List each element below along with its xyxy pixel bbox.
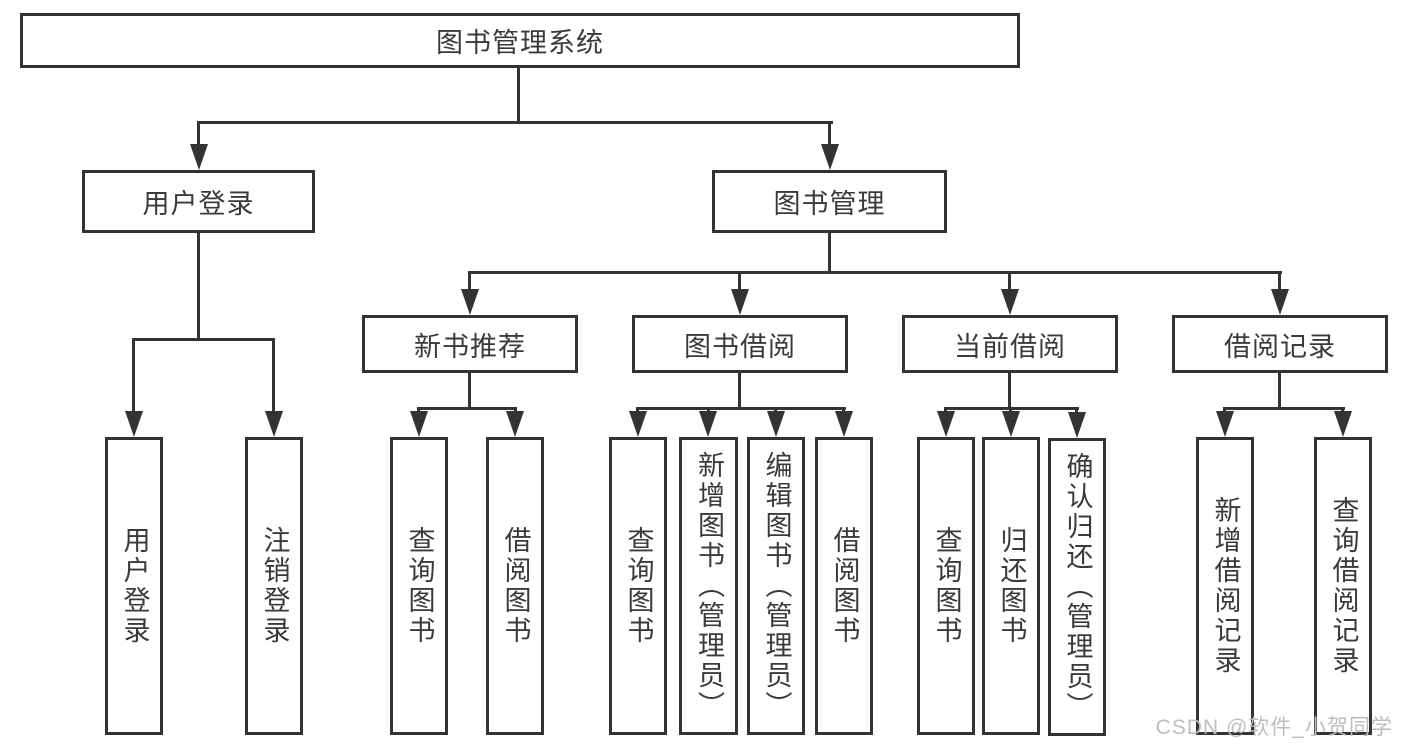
connector-userlogin-drop-2 xyxy=(272,338,275,413)
node-user-login-label: 用户登录 xyxy=(142,189,255,219)
node-borrow-records: 借阅记录 xyxy=(1172,315,1388,373)
arrowhead-borrow-books-recommend xyxy=(506,411,524,437)
connector-records-rail xyxy=(1223,407,1345,410)
arrowhead-user-login xyxy=(190,144,208,170)
leaf-edit-book-admin: 编辑图书（管理员） xyxy=(747,437,805,735)
leaf-query-books-recommend-label: 查询图书 xyxy=(404,526,435,646)
connector-current-drop-3 xyxy=(1075,407,1078,415)
node-new-book-recommend: 新书推荐 xyxy=(362,315,578,373)
leaf-confirm-return-admin-label: 确认归还（管理员） xyxy=(1062,452,1093,722)
connector-bookmgmt-drop-1 xyxy=(468,271,471,291)
leaf-return-books-label: 归还图书 xyxy=(996,526,1027,646)
arrowhead-leaf-user-login xyxy=(125,411,143,437)
arrowhead-query-books-current xyxy=(937,411,955,437)
leaf-query-books-current-label: 查询图书 xyxy=(931,526,962,646)
connector-borrow-rail xyxy=(636,407,846,410)
leaf-query-books-borrow-label: 查询图书 xyxy=(623,526,654,646)
connector-current-stem xyxy=(1008,373,1011,407)
leaf-user-login-label: 用户登录 xyxy=(119,526,150,646)
arrowhead-query-books-borrow xyxy=(629,411,647,437)
leaf-add-borrow-record: 新增借阅记录 xyxy=(1196,437,1254,735)
arrowhead-edit-book-admin xyxy=(767,411,785,437)
leaf-borrow-books-recommend: 借阅图书 xyxy=(486,437,544,735)
arrowhead-add-borrow-record xyxy=(1216,411,1234,437)
leaf-logout: 注销登录 xyxy=(245,437,303,735)
leaf-add-book-admin: 新增图书（管理员） xyxy=(679,437,738,735)
csdn-watermark: CSDN @软件_小贺同学 xyxy=(1155,716,1393,739)
connector-recommend-rail xyxy=(417,407,517,410)
leaf-add-book-admin-label: 新增图书（管理员） xyxy=(694,451,724,721)
node-book-borrow: 图书借阅 xyxy=(632,315,848,373)
connector-bookmgmt-drop-4 xyxy=(1278,271,1281,291)
arrowhead-current-borrow xyxy=(1001,289,1019,315)
node-book-management-label: 图书管理 xyxy=(773,189,886,219)
node-current-borrow-label: 当前借阅 xyxy=(954,331,1066,362)
connector-root-drop-left xyxy=(197,121,200,146)
leaf-confirm-return-admin: 确认归还（管理员） xyxy=(1048,438,1106,736)
arrowhead-confirm-return-admin xyxy=(1068,412,1086,438)
arrowhead-add-book-admin xyxy=(699,411,717,437)
connector-root-stem xyxy=(517,68,520,121)
leaf-edit-book-admin-label: 编辑图书（管理员） xyxy=(761,451,792,721)
leaf-borrow-books-borrow: 借阅图书 xyxy=(815,437,873,735)
arrowhead-borrow-records xyxy=(1271,289,1289,315)
leaf-query-borrow-record: 查询借阅记录 xyxy=(1314,437,1372,735)
connector-userlogin-stem xyxy=(197,233,200,338)
arrowhead-new-book-recommend xyxy=(461,289,479,315)
arrowhead-query-borrow-record xyxy=(1334,411,1352,437)
connector-bookmgmt-stem xyxy=(828,233,831,271)
connector-recommend-stem xyxy=(468,373,471,407)
node-user-login: 用户登录 xyxy=(82,170,315,233)
connector-bookmgmt-drop-2 xyxy=(738,271,741,291)
node-book-management: 图书管理 xyxy=(712,170,947,233)
node-root: 图书管理系统 xyxy=(20,13,1020,68)
node-book-borrow-label: 图书借阅 xyxy=(684,331,796,362)
leaf-borrow-books-borrow-label: 借阅图书 xyxy=(829,526,860,646)
leaf-query-borrow-record-label: 查询借阅记录 xyxy=(1328,496,1359,676)
connector-root-rail xyxy=(197,121,833,124)
leaf-query-books-current: 查询图书 xyxy=(917,437,975,735)
arrowhead-borrow-books-borrow xyxy=(835,411,853,437)
leaf-user-login: 用户登录 xyxy=(105,437,163,735)
leaf-add-borrow-record-label: 新增借阅记录 xyxy=(1210,496,1241,676)
node-root-label: 图书管理系统 xyxy=(436,28,604,58)
connector-records-stem xyxy=(1278,373,1281,407)
node-borrow-records-label: 借阅记录 xyxy=(1224,331,1336,362)
leaf-borrow-books-recommend-label: 借阅图书 xyxy=(500,526,531,646)
connector-root-drop-right xyxy=(828,121,831,146)
connector-userlogin-rail xyxy=(132,338,275,341)
node-new-book-recommend-label: 新书推荐 xyxy=(414,331,526,362)
arrowhead-query-books-recommend xyxy=(410,411,428,437)
leaf-return-books: 归还图书 xyxy=(982,437,1040,735)
leaf-logout-label: 注销登录 xyxy=(259,526,290,646)
node-current-borrow: 当前借阅 xyxy=(902,315,1118,373)
leaf-query-books-recommend: 查询图书 xyxy=(390,437,448,735)
connector-bookmgmt-rail xyxy=(468,271,1282,274)
connector-bookmgmt-drop-3 xyxy=(1008,271,1011,291)
connector-borrow-stem xyxy=(738,373,741,407)
connector-userlogin-drop-1 xyxy=(132,338,135,413)
arrowhead-leaf-logout xyxy=(265,411,283,437)
arrowhead-book-management xyxy=(821,144,839,170)
leaf-query-books-borrow: 查询图书 xyxy=(609,437,667,735)
arrowhead-book-borrow xyxy=(731,289,749,315)
arrowhead-return-books xyxy=(1002,411,1020,437)
